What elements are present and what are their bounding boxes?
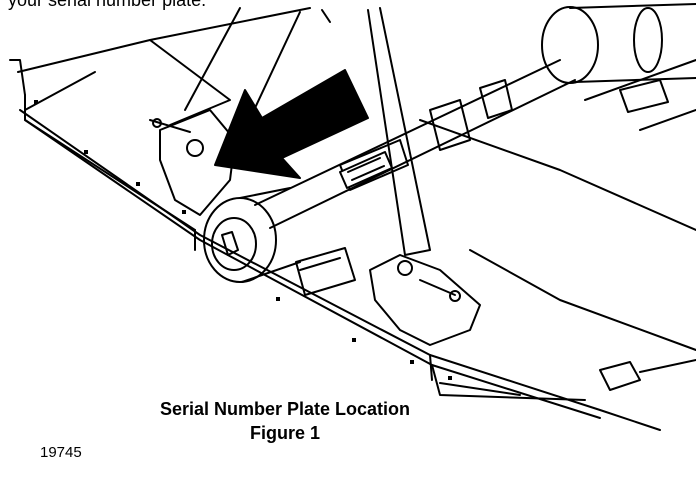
a-frame-posts: [149, 7, 431, 256]
figure-caption-number: Figure 1: [249, 423, 320, 443]
callout-arrow: [214, 69, 369, 179]
figure-caption-title: Serial Number Plate Location: [159, 399, 411, 419]
gearbox: [541, 3, 696, 84]
mower-deck-frame: [9, 7, 696, 431]
figure-id: 19745: [40, 444, 82, 461]
serial-number-plate: [339, 151, 393, 189]
right-hitch-bracket: [369, 254, 481, 346]
pto-yoke: [203, 187, 301, 283]
deck-rivets: [34, 100, 452, 380]
left-hitch-bracket: [149, 109, 236, 216]
pto-driveshaft: [254, 59, 576, 229]
decal-labels: [295, 79, 696, 391]
intro-text: your serial number plate.: [8, 0, 207, 10]
